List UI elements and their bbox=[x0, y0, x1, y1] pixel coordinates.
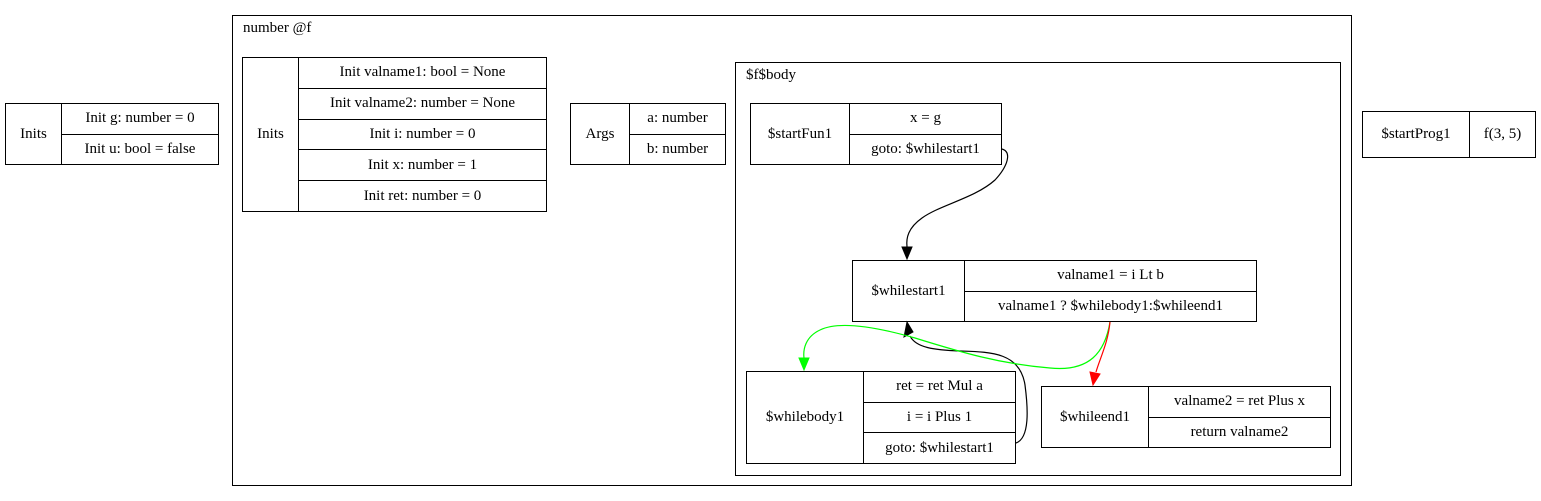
while-body-node: $whilebody1 ret = ret Mul a i = i Plus 1… bbox=[746, 371, 1016, 464]
start-fun-node: $startFun1 x = g goto: $whilestart1 bbox=[750, 103, 1002, 165]
while-body-row: ret = ret Mul a bbox=[864, 372, 1015, 403]
while-end-row: valname2 = ret Plus x bbox=[1149, 387, 1330, 418]
function-cluster: number @f bbox=[232, 15, 1352, 486]
while-body-label: $whilebody1 bbox=[747, 372, 864, 463]
while-start-node: $whilestart1 valname1 = i Lt b valname1 … bbox=[852, 260, 1257, 322]
args-label: Args bbox=[571, 104, 630, 164]
while-end-row: return valname2 bbox=[1190, 423, 1289, 440]
global-inits-node: Inits Init g: number = 0 Init u: bool = … bbox=[5, 103, 219, 165]
function-inits-label: Inits bbox=[243, 58, 299, 211]
function-inits-node: Inits Init valname1: bool = None Init va… bbox=[242, 57, 547, 212]
function-init-row: Init valname1: bool = None bbox=[299, 58, 546, 89]
global-inits-label: Inits bbox=[6, 104, 62, 164]
while-start-label: $whilestart1 bbox=[853, 261, 965, 321]
global-init-row: Init g: number = 0 bbox=[62, 104, 218, 135]
start-prog-label: $startProg1 bbox=[1363, 112, 1470, 157]
while-start-row: valname1 ? $whilebody1:$whileend1 bbox=[998, 297, 1223, 314]
body-cluster: $f$body bbox=[735, 62, 1341, 476]
body-cluster-title: $f$body bbox=[746, 67, 796, 83]
global-init-row: Init u: bool = false bbox=[84, 140, 196, 157]
start-fun-row: goto: $whilestart1 bbox=[871, 140, 980, 157]
start-fun-label: $startFun1 bbox=[751, 104, 850, 164]
function-init-row: Init ret: number = 0 bbox=[363, 187, 482, 204]
args-node: Args a: number b: number bbox=[570, 103, 726, 165]
while-start-row: valname1 = i Lt b bbox=[965, 261, 1256, 292]
function-init-row: Init x: number = 1 bbox=[299, 150, 546, 182]
start-prog-row: f(3, 5) bbox=[1483, 126, 1522, 142]
start-prog-node: $startProg1 f(3, 5) bbox=[1362, 111, 1536, 158]
function-cluster-title: number @f bbox=[243, 20, 312, 36]
while-end-node: $whileend1 valname2 = ret Plus x return … bbox=[1041, 386, 1331, 448]
while-body-row: i = i Plus 1 bbox=[864, 403, 1015, 434]
arg-row: a: number bbox=[630, 104, 725, 135]
arg-row: b: number bbox=[646, 140, 709, 157]
start-fun-row: x = g bbox=[850, 104, 1001, 135]
while-body-row: goto: $whilestart1 bbox=[885, 439, 994, 456]
function-init-row: Init valname2: number = None bbox=[299, 89, 546, 120]
while-end-label: $whileend1 bbox=[1042, 387, 1149, 447]
function-init-row: Init i: number = 0 bbox=[299, 120, 546, 151]
